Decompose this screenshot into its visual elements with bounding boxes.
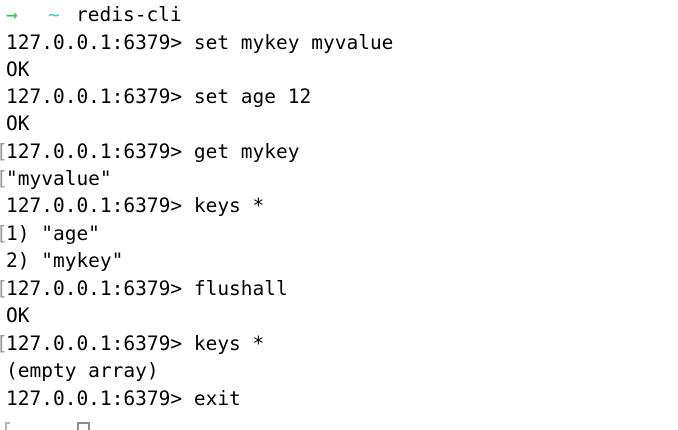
terminal-line-text: OK: [6, 304, 30, 327]
terminal-line: OK: [0, 57, 678, 83]
terminal-line: (empty array): [0, 358, 678, 384]
terminal-line-text: 127.0.0.1:6379> keys *: [6, 194, 265, 217]
terminal-line: [ "myvalue": [0, 166, 678, 192]
terminal-line: 127.0.0.1:6379> exit: [0, 386, 678, 412]
terminal-line-text: "myvalue": [6, 167, 112, 190]
left-edge-artifact: [5, 422, 10, 430]
terminal-line: OK: [0, 303, 678, 329]
text-cursor: [77, 422, 90, 430]
terminal-line-text: 2) "mykey": [6, 249, 124, 272]
terminal-line-text: 127.0.0.1:6379> get mykey: [6, 140, 300, 163]
terminal-line-text: 127.0.0.1:6379> exit: [6, 387, 241, 410]
left-edge-artifact: [: [0, 166, 8, 192]
left-edge-artifact: [: [0, 331, 8, 357]
terminal-line-text: 127.0.0.1:6379> set mykey myvalue: [6, 31, 394, 54]
terminal-line: [ 127.0.0.1:6379> get mykey: [0, 139, 678, 165]
left-edge-artifact: [: [0, 276, 8, 302]
terminal-line: [ 127.0.0.1:6379> flushall: [0, 276, 678, 302]
terminal-line-text: 1) "age": [6, 222, 100, 245]
terminal-line-text: OK: [6, 58, 30, 81]
left-edge-artifact: [: [0, 221, 8, 247]
left-edge-artifact: [: [0, 139, 8, 165]
terminal-line: 127.0.0.1:6379> set age 12: [0, 84, 678, 110]
terminal-line: 2) "mykey": [0, 248, 678, 274]
terminal-line-text: 127.0.0.1:6379> flushall: [6, 277, 288, 300]
prompt-command: redis-cli: [76, 3, 182, 26]
terminal-line: 127.0.0.1:6379> set mykey myvalue: [0, 30, 678, 56]
terminal-line-text: 127.0.0.1:6379> keys *: [6, 332, 265, 355]
terminal-line: OK: [0, 111, 678, 137]
shell-prompt-line: → ~ redis-cli: [0, 2, 678, 28]
terminal-line-text: (empty array): [6, 359, 159, 382]
terminal-line-text: OK: [6, 112, 30, 135]
prompt-path: ~: [48, 3, 60, 26]
terminal-line: 127.0.0.1:6379> keys *: [0, 193, 678, 219]
terminal-line-text: 127.0.0.1:6379> set age 12: [6, 85, 312, 108]
terminal-line: [ 127.0.0.1:6379> keys *: [0, 331, 678, 357]
prompt-arrow-icon: →: [6, 3, 18, 26]
terminal-line: [ 1) "age": [0, 221, 678, 247]
